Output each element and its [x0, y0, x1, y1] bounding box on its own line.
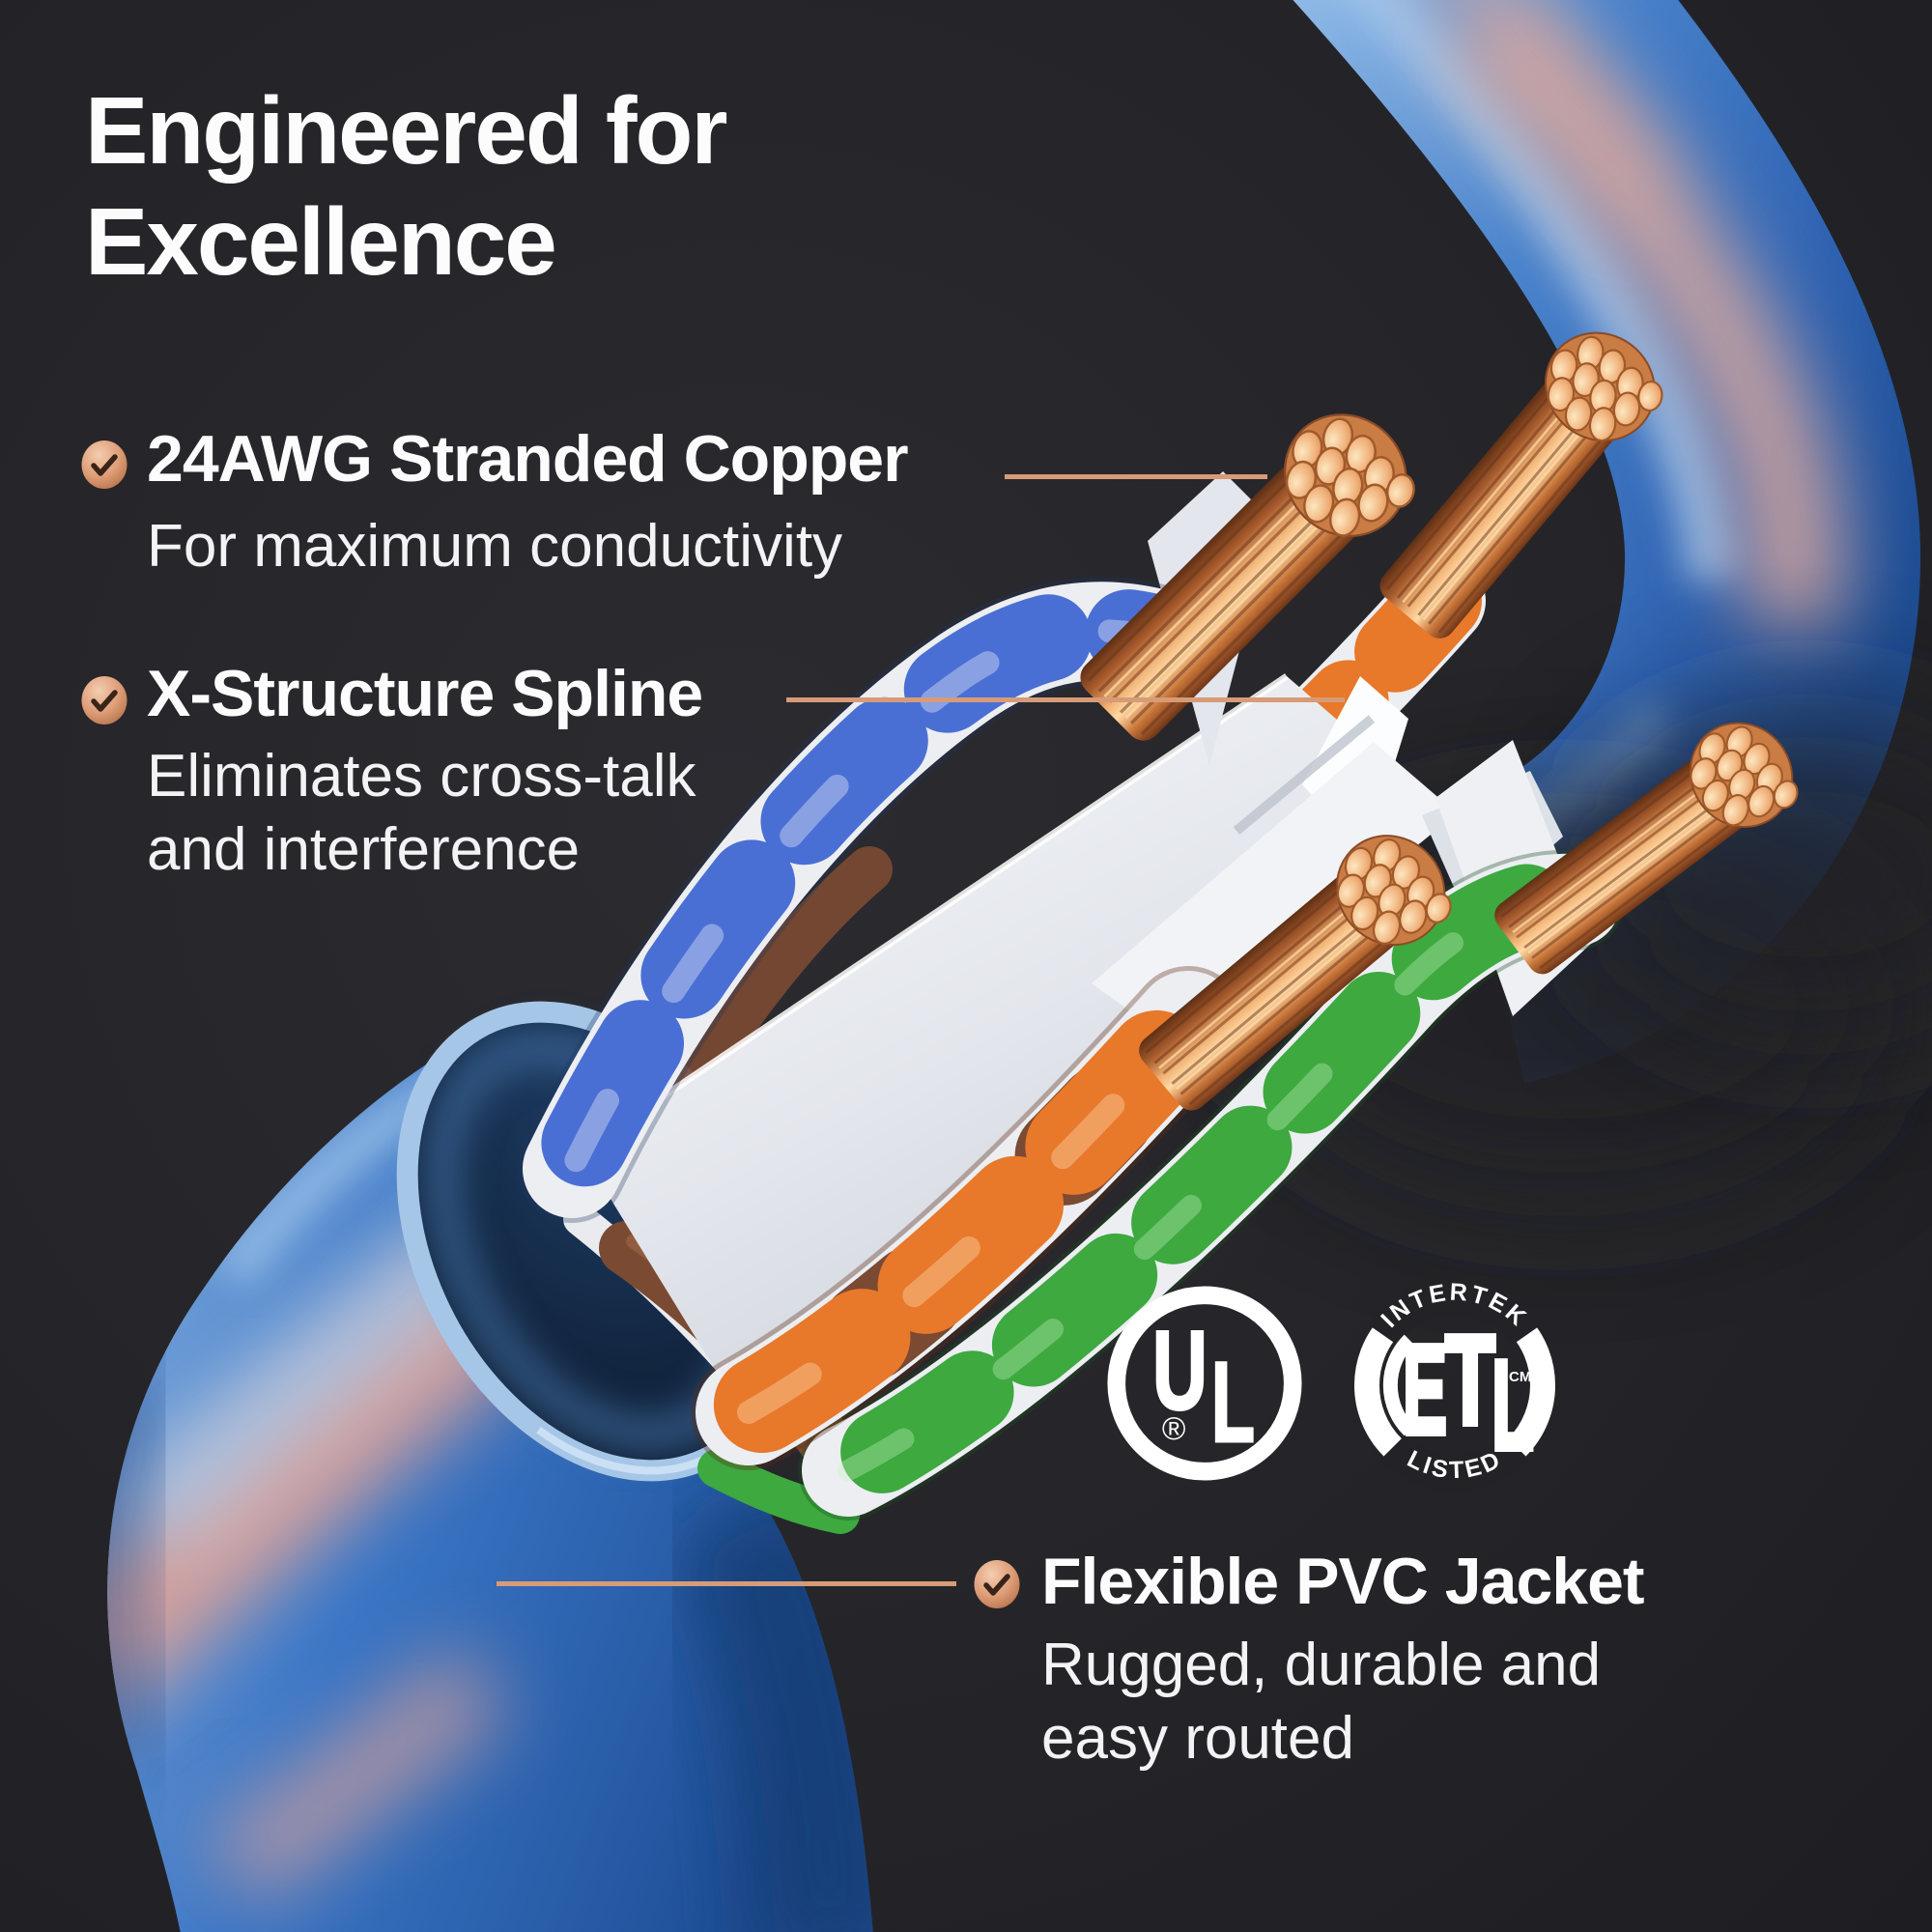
ul-registered-mark: ® [1162, 1411, 1186, 1447]
twisted-pair-orange [691, 810, 1472, 1470]
page-title: Engineered for Excellence [85, 75, 728, 297]
callout-line-jacket [497, 1581, 956, 1586]
feature-desc-spline: Eliminates cross-talk and interference [147, 740, 696, 886]
check-icon [81, 676, 128, 724]
page-title-line-2: Excellence [85, 187, 557, 295]
feature-title-copper: 24AWG Stranded Copper [147, 422, 909, 496]
feature-title-spline: X-Structure Spline [147, 657, 703, 730]
etl-cm-mark: CM [1509, 1369, 1531, 1385]
feature-desc-jacket: Rugged, durable and easy routed [1041, 1629, 1601, 1775]
feature-title-jacket: Flexible PVC Jacket [1041, 1545, 1645, 1618]
feature-desc-jacket-line-2: easy routed [1041, 1704, 1354, 1772]
ul-letter-l: L [1211, 1338, 1255, 1465]
svg-text:U L: U L [1152, 1307, 1255, 1464]
check-icon [974, 1560, 1020, 1608]
etl-letter-l: L [1492, 1334, 1534, 1476]
feature-desc-spline-line-1: Eliminates cross-talk [147, 743, 696, 810]
feature-desc-jacket-line-1: Rugged, durable and [1041, 1632, 1602, 1698]
ul-listed-logo: U L ® [1107, 1286, 1302, 1481]
twisted-pair-green [798, 698, 1818, 1520]
callout-line-spline [786, 697, 1345, 702]
feature-desc-copper: For maximum conductivity [147, 513, 843, 580]
twisted-pair-blue [518, 384, 1437, 1223]
etl-listed-logo: INTERTEK LISTED E T L CM [1354, 1279, 1555, 1491]
callout-line-copper [1005, 474, 1267, 479]
feature-desc-spline-line-2: and interference [147, 815, 581, 883]
ul-letter-u: U [1152, 1307, 1208, 1433]
page-title-line-1: Engineered for [85, 77, 728, 184]
svg-text:E T L: E T L [1403, 1309, 1534, 1476]
etl-letter-e: E [1403, 1319, 1447, 1461]
check-icon [81, 440, 128, 489]
etl-letter-t: T [1445, 1309, 1495, 1451]
